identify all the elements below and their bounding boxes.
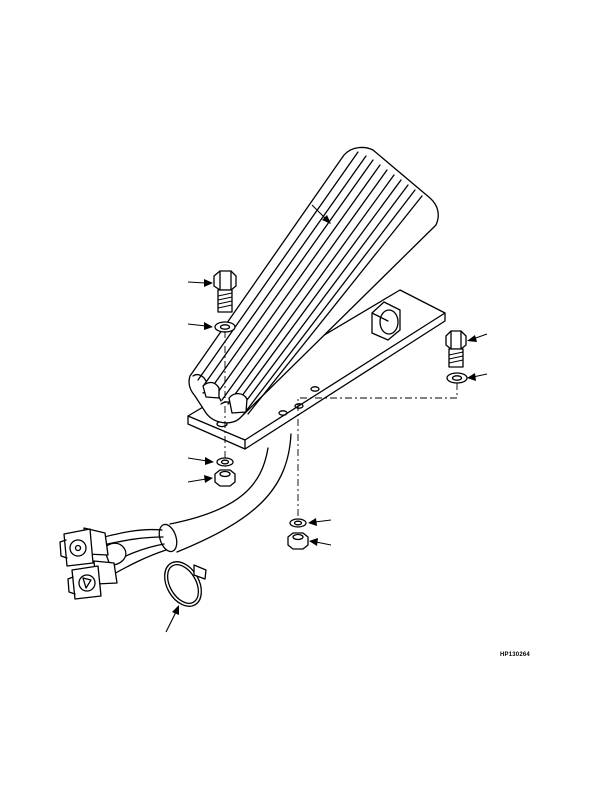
leader-washer-right-top (467, 373, 488, 381)
accelerator-pedal (188, 146, 439, 424)
tie-strap (164, 561, 207, 607)
hinge-block (371, 301, 401, 341)
leader-nut-right (309, 538, 332, 546)
leader-pedal (311, 204, 331, 224)
leader-nut-left (187, 475, 213, 483)
leader-capscrew-right (467, 333, 488, 342)
nut-left (214, 469, 236, 487)
lockwasher-left (216, 457, 234, 467)
leader-lockwasher-left (187, 457, 214, 465)
connector-upper (59, 527, 109, 567)
leader-washer-left-top (187, 322, 213, 330)
washer-left-top (214, 321, 236, 333)
washer-right-top (446, 372, 468, 384)
capscrew-left (213, 270, 237, 313)
centerline-right (297, 383, 458, 518)
capscrew-right (445, 330, 467, 368)
figure-id-label: HP130264 (500, 652, 530, 658)
connector-lower (67, 560, 118, 600)
leader-lockwasher-right (308, 518, 332, 526)
wire-harness (99, 433, 292, 576)
leader-capscrew-left (187, 279, 213, 287)
leader-tie-strap (165, 605, 179, 633)
lockwasher-right (289, 518, 307, 528)
nut-right (287, 532, 309, 550)
